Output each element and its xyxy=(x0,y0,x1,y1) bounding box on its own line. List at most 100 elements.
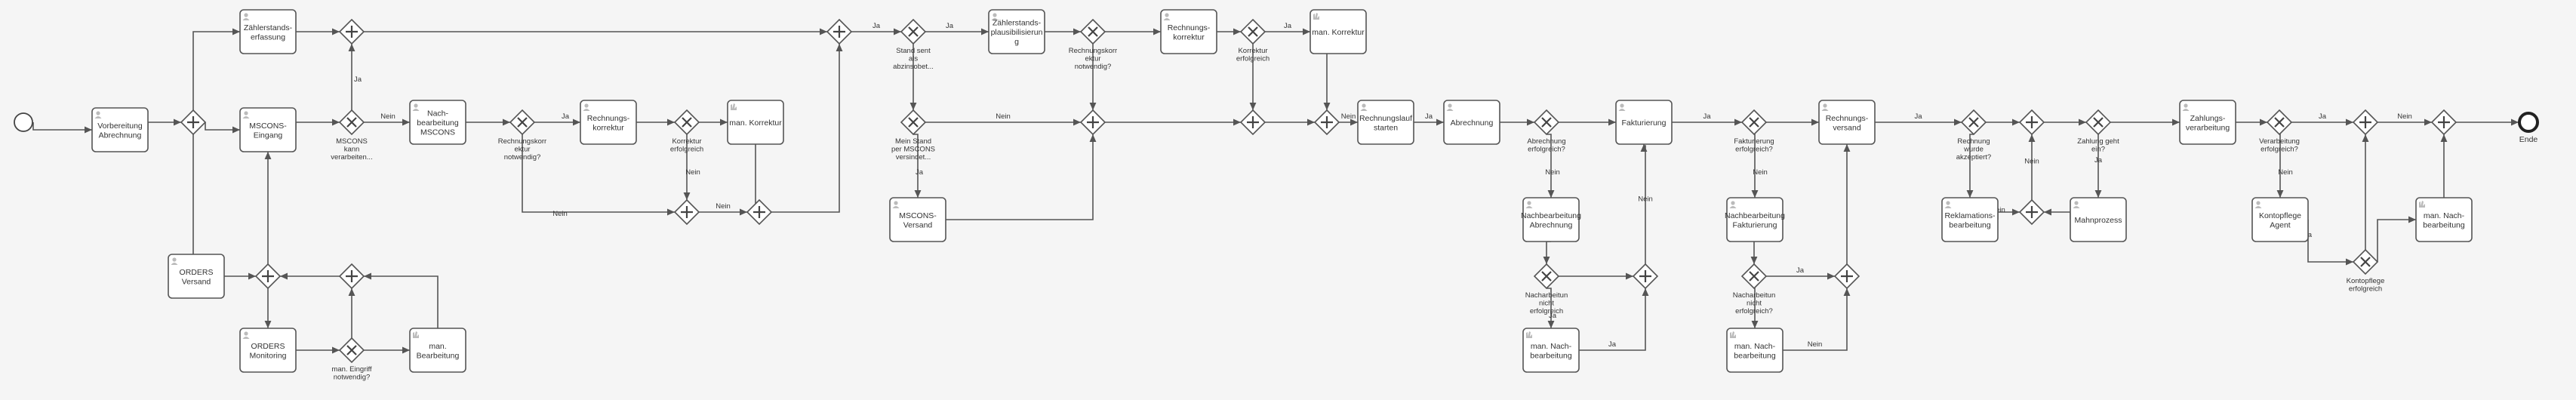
sequence-flow[interactable] xyxy=(1966,134,1974,198)
parallel-gateway[interactable] xyxy=(826,18,853,45)
parallel-gateway[interactable] xyxy=(180,109,207,136)
task-box[interactable] xyxy=(1615,100,1673,145)
end-event[interactable]: Ende xyxy=(2518,112,2539,144)
parallel-gateway[interactable] xyxy=(2352,109,2379,136)
task-t15[interactable]: Abrechnung xyxy=(1443,100,1500,145)
sequence-flow[interactable] xyxy=(2307,220,2353,266)
task-t9[interactable]: man.Bearbeitung xyxy=(409,328,466,373)
task-t2[interactable]: Zählerstands-erfassung xyxy=(239,9,297,54)
task-box[interactable] xyxy=(2415,197,2473,242)
sequence-flow[interactable] xyxy=(1750,241,1758,264)
task-box[interactable] xyxy=(168,254,225,299)
task-t3[interactable]: MSCONS-Eingang xyxy=(239,107,297,152)
task-t20[interactable]: man. Nach-bearbeitung xyxy=(1726,328,1784,373)
parallel-gateway[interactable] xyxy=(338,18,365,45)
task-t23[interactable]: Mahnprozess xyxy=(2070,197,2127,242)
task-box[interactable] xyxy=(988,9,1045,54)
task-box[interactable] xyxy=(1443,100,1500,145)
task-t21[interactable]: Rechnungs-versand xyxy=(1818,100,1876,145)
sequence-flow[interactable] xyxy=(295,118,340,130)
task-t18[interactable]: Fakturierung xyxy=(1615,100,1673,145)
task-t11[interactable]: MSCONS-Versand xyxy=(889,197,946,242)
task-box[interactable] xyxy=(409,328,466,373)
parallel-gateway[interactable] xyxy=(1079,109,1106,136)
task-box[interactable] xyxy=(1357,100,1414,145)
parallel-gateway[interactable] xyxy=(1632,263,1659,290)
task-box[interactable] xyxy=(2070,197,2127,242)
task-box[interactable] xyxy=(2251,197,2309,242)
sequence-flow[interactable] xyxy=(364,272,439,328)
parallel-gateway[interactable] xyxy=(746,198,773,226)
sequence-flow[interactable] xyxy=(192,28,240,110)
parallel-gateway[interactable] xyxy=(2018,198,2045,226)
task-box[interactable] xyxy=(1160,9,1217,54)
task-box[interactable] xyxy=(1941,197,1999,242)
task-box[interactable] xyxy=(1726,328,1784,373)
task-t5[interactable]: Rechnungs-korrektur xyxy=(580,100,637,145)
task-box[interactable] xyxy=(1726,197,1784,242)
parallel-gateway[interactable] xyxy=(1313,109,1340,136)
task-box[interactable] xyxy=(1522,197,1580,242)
start-event[interactable] xyxy=(14,112,33,132)
sequence-flow[interactable] xyxy=(1579,288,1649,351)
sequence-flow[interactable] xyxy=(771,44,843,213)
exclusive-gateway[interactable]: Stand sentalsabzinsobet... xyxy=(893,18,934,71)
task-box[interactable] xyxy=(889,197,946,242)
parallel-gateway[interactable] xyxy=(254,263,282,290)
task-box[interactable] xyxy=(239,107,297,152)
task-box[interactable] xyxy=(239,9,297,54)
task-box[interactable] xyxy=(580,100,637,145)
sequence-flow[interactable] xyxy=(2044,208,2071,220)
task-t22[interactable]: Reklamations-bearbeitung xyxy=(1941,197,1999,242)
task-box[interactable] xyxy=(239,328,297,373)
parallel-gateway[interactable] xyxy=(1239,109,1266,136)
parallel-gateway[interactable] xyxy=(1833,263,1860,290)
task-box[interactable] xyxy=(727,100,784,145)
task-box[interactable] xyxy=(2179,100,2236,145)
task-box[interactable] xyxy=(409,100,466,145)
parallel-gateway[interactable] xyxy=(673,198,700,226)
sequence-flow[interactable] xyxy=(913,134,922,198)
sequence-flow[interactable] xyxy=(946,134,1097,220)
parallel-gateway[interactable] xyxy=(2430,109,2458,136)
task-box[interactable] xyxy=(91,107,149,152)
task-t17[interactable]: man. Nach-bearbeitung xyxy=(1522,328,1580,373)
task-t6[interactable]: man. Korrektur xyxy=(727,100,784,145)
sequence-flow[interactable] xyxy=(1547,288,1555,328)
parallel-gateway[interactable] xyxy=(338,263,365,290)
sequence-flow[interactable] xyxy=(147,118,181,130)
exclusive-gateway[interactable]: MSCONSkannverarbeiten... xyxy=(331,109,373,162)
parallel-gateway[interactable] xyxy=(2018,109,2045,136)
task-box[interactable] xyxy=(1310,9,1367,54)
sequence-flow[interactable] xyxy=(1547,134,1555,198)
sequence-flow[interactable] xyxy=(205,122,240,134)
sequence-flow[interactable] xyxy=(1783,288,1851,351)
task-box[interactable] xyxy=(1522,328,1580,373)
task-t13[interactable]: man. Korrektur xyxy=(1310,9,1367,54)
task-t24[interactable]: Zahlungs-verarbeitung xyxy=(2179,100,2236,145)
task-t12[interactable]: Rechnungs-korrektur xyxy=(1160,9,1217,54)
sequence-flow[interactable] xyxy=(32,122,92,134)
sequence-flow[interactable] xyxy=(1543,241,1551,264)
